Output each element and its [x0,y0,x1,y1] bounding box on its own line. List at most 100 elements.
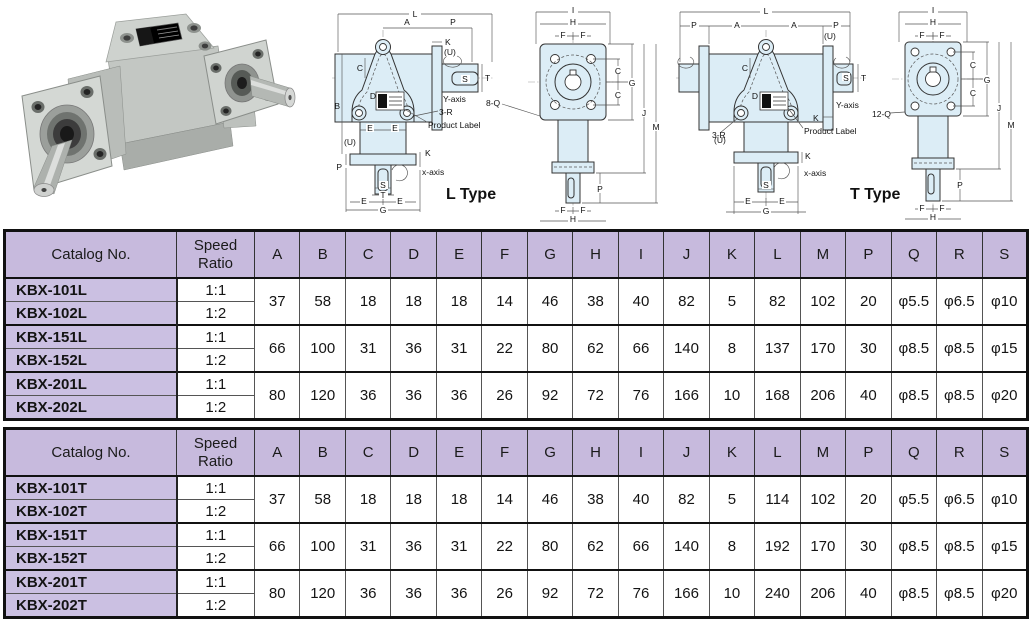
col-header-h: H [572,230,619,279]
dim-label-f: F [919,30,924,40]
col-header-r: R [936,428,983,477]
dim-cell: 137 [754,324,801,373]
dimension-labels: I H F F C C G J M P F F H 12-Q [872,5,1016,222]
dim-label-f: F [939,30,944,40]
dim-cell: 18 [435,475,483,524]
col-header-q: Q [890,428,938,477]
dim-label-e: E [367,123,373,133]
dim-cell: 36 [390,522,437,571]
l-type-title: L Type [446,186,497,203]
col-header-j: J [663,230,710,279]
dim-cell: 66 [253,522,301,571]
col-header-a: A [253,428,301,477]
dim-label-f: F [560,205,565,215]
dim-cell: 26 [481,371,528,420]
dim-cell: 66 [617,522,665,571]
dim-label-c: C [357,63,363,73]
dim-cell: 26 [481,569,528,618]
dimension-lines [337,8,493,212]
dim-cell: 31 [344,324,392,373]
dim-label-e: E [392,123,398,133]
col-header-a: A [253,230,301,279]
col-header-c: C [344,428,392,477]
dim-label-g: G [763,206,770,216]
dim-cell: φ8.5 [936,324,983,373]
dim-label-d: D [752,91,758,101]
dim-label-a: A [404,17,410,27]
speed-ratio-cell: 1:2 [176,593,255,618]
col-header-d: D [390,428,437,477]
rotation-arrows [391,55,462,182]
product-label-plate [375,91,405,111]
col-header-b: B [299,230,346,279]
speed-ratio-cell: 1:1 [176,371,255,396]
axis-label-y: Y-axis [443,94,466,104]
dim-label-a: A [791,20,797,30]
col-header-f: F [481,428,528,477]
col-header-k: K [708,230,756,279]
dim-cell: 30 [845,522,892,571]
col-header-s: S [981,230,1028,279]
dim-cell: 66 [617,324,665,373]
dim-label-h: H [570,17,576,27]
dim-cell: φ8.5 [936,522,983,571]
speed-ratio-cell: 1:2 [176,546,255,571]
dim-cell: 170 [799,324,847,373]
product-label-plate [759,91,789,111]
dim-cell: 114 [754,475,801,524]
col-header-catalog-no-: Catalog No. [4,428,177,477]
dim-cell: 140 [663,324,710,373]
dim-label-k: K [813,113,819,123]
dim-label-j: J [642,108,646,118]
dim-cell: 22 [481,324,528,373]
dim-cell: φ20 [981,371,1028,420]
axis-label-x: x-axis [422,167,444,177]
col-header-q: Q [890,230,938,279]
dim-cell: 72 [572,371,619,420]
dim-label-k2: K [425,148,431,158]
dim-cell: 36 [390,324,437,373]
dim-cell: φ6.5 [936,277,983,326]
callout-product-label: Product Label [804,126,857,136]
dim-label-s2: S [380,180,386,190]
dim-cell: 82 [663,277,710,326]
dim-label-u: (U) [444,47,456,57]
dim-cell: 102 [799,277,847,326]
dim-cell: 166 [663,371,710,420]
col-header-c: C [344,230,392,279]
dim-cell: φ8.5 [890,324,938,373]
dim-label-e2: E [397,196,403,206]
col-header-j: J [663,428,710,477]
speed-ratio-cell: 1:1 [176,324,255,349]
dim-label-g: G [380,205,387,215]
dim-label-j: J [997,103,1001,113]
dim-label-e: E [779,196,785,206]
dim-cell: 80 [526,324,574,373]
rotation-arrows [677,56,851,180]
dim-label-t: T [861,73,866,83]
dim-cell: 100 [299,522,346,571]
dim-label-b: B [334,101,340,111]
right-output-flange [203,39,279,129]
catalog-cell: KBX-152L [4,348,178,373]
dim-cell: φ6.5 [936,475,983,524]
speed-ratio-cell: 1:2 [176,301,255,326]
dim-cell: φ10 [981,277,1028,326]
dim-label-p: P [450,17,456,27]
col-header-catalog-no-: Catalog No. [4,230,177,279]
dim-cell: 120 [299,371,346,420]
dim-label-c: C [970,60,976,70]
dim-cell: 46 [526,475,574,524]
dim-cell: 58 [299,277,346,326]
dim-cell: 240 [754,569,801,618]
dim-label-f: F [580,30,585,40]
dim-cell: 80 [253,371,301,420]
callout-3r: 3-R [712,130,726,140]
axis-label-y: Y-axis [836,100,859,110]
dim-label-l: L [413,9,418,19]
dim-cell: 62 [572,522,619,571]
catalog-cell: KBX-102T [4,499,178,524]
dim-cell: 170 [799,522,847,571]
dim-cell: 82 [754,277,801,326]
dim-label-d: D [370,91,376,101]
